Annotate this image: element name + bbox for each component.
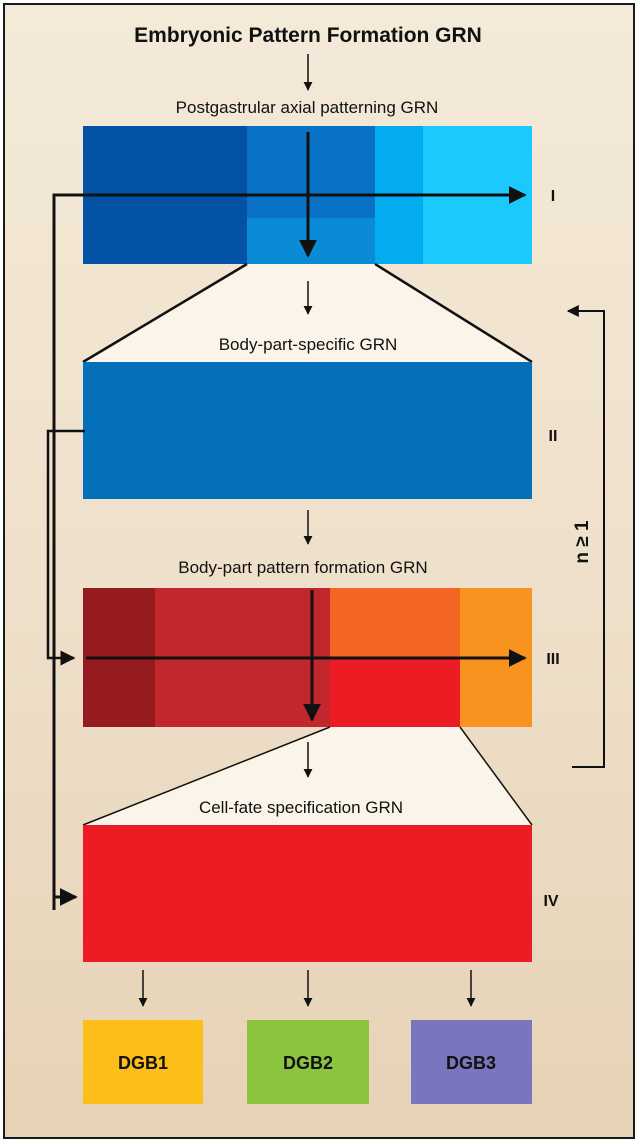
level2-label: Body-part-specific GRN [219, 335, 398, 354]
level2-numeral: II [549, 428, 558, 445]
level1-segment-2a [247, 126, 375, 218]
zoom-edge-1-left [82, 262, 248, 364]
dgb1-box [83, 1020, 203, 1104]
dgb3-box [411, 1020, 532, 1104]
dgb1-label: DGB1 [118, 1053, 168, 1073]
dgb3-label: DGB3 [446, 1053, 496, 1073]
diagram-title: Embryonic Pattern Formation GRN [134, 24, 482, 47]
level3-segment-3b [330, 658, 460, 727]
feedback-loop-arrow [566, 305, 605, 768]
level1-numeral: I [551, 188, 555, 205]
level1-label: Postgastrular axial patterning GRN [176, 98, 439, 117]
level3-numeral: III [546, 651, 559, 668]
zoom-edge-1-right [374, 262, 533, 364]
level1-block [83, 126, 532, 264]
level4-label: Cell-fate specification GRN [199, 798, 403, 817]
zoom-edge-2-left [82, 726, 331, 826]
level1-segment-2b [247, 218, 375, 264]
level3-label: Body-part pattern formation GRN [178, 558, 427, 577]
dgb2-label: DGB2 [283, 1053, 333, 1073]
level3-segment-3a [330, 588, 460, 658]
feedback-loop-label: n ≥ 1 [572, 520, 593, 564]
zoom-edge-2-right [459, 726, 533, 826]
level2-block [83, 362, 532, 499]
level4-block [83, 825, 532, 962]
dgb2-box [247, 1020, 369, 1104]
level1-horizontal-arrow-to-level4 [52, 186, 527, 910]
level4-numeral: IV [543, 893, 558, 910]
